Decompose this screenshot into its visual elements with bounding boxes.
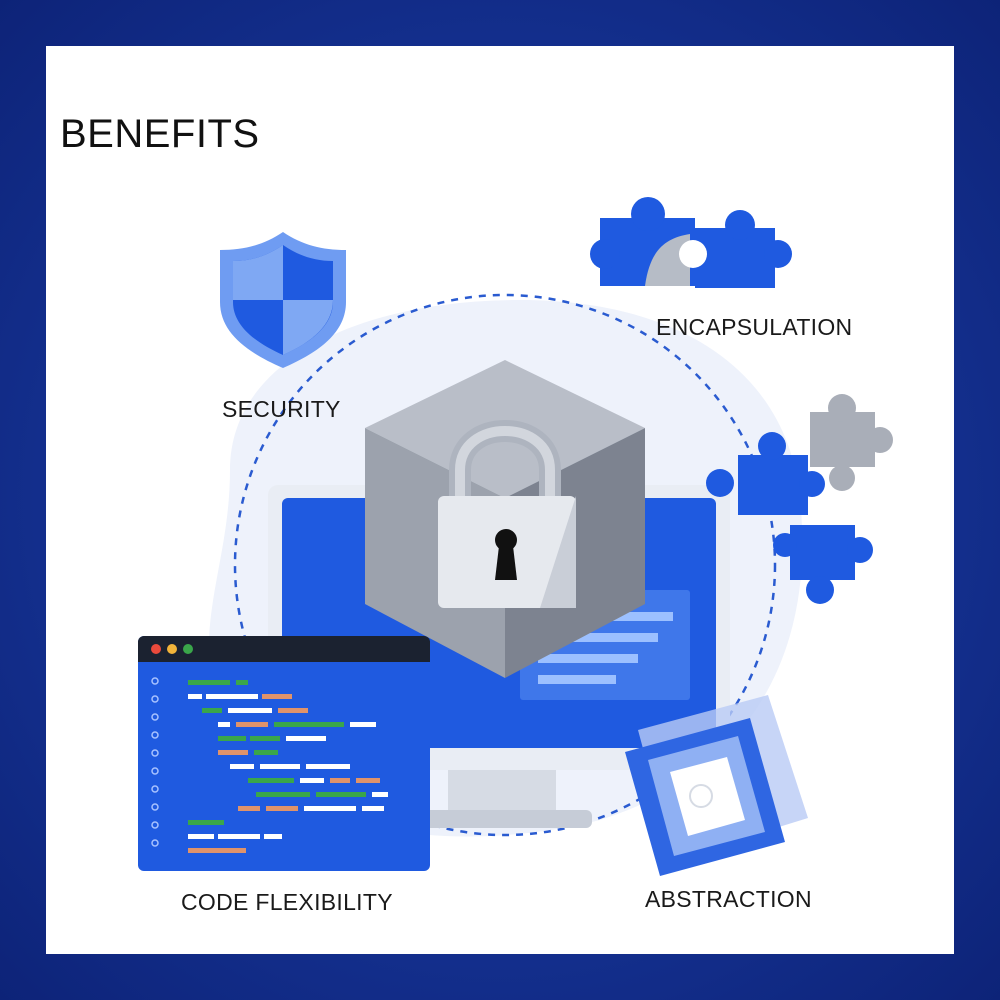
puzzle-cluster-icon	[706, 394, 893, 604]
code-flexibility-label: CODE FLEXIBILITY	[181, 889, 393, 915]
page-title: BENEFITS	[60, 112, 260, 156]
abstraction-frame-icon	[625, 695, 808, 876]
security-label: SECURITY	[222, 396, 341, 422]
encapsulation-label: ENCAPSULATION	[656, 314, 853, 340]
puzzle-icon	[590, 197, 792, 288]
orbit-dashed-circle	[233, 293, 777, 837]
abstraction-label: ABSTRACTION	[645, 886, 812, 912]
padlock-icon	[438, 420, 576, 608]
shield-icon	[220, 232, 346, 368]
code-window-icon	[138, 636, 430, 871]
